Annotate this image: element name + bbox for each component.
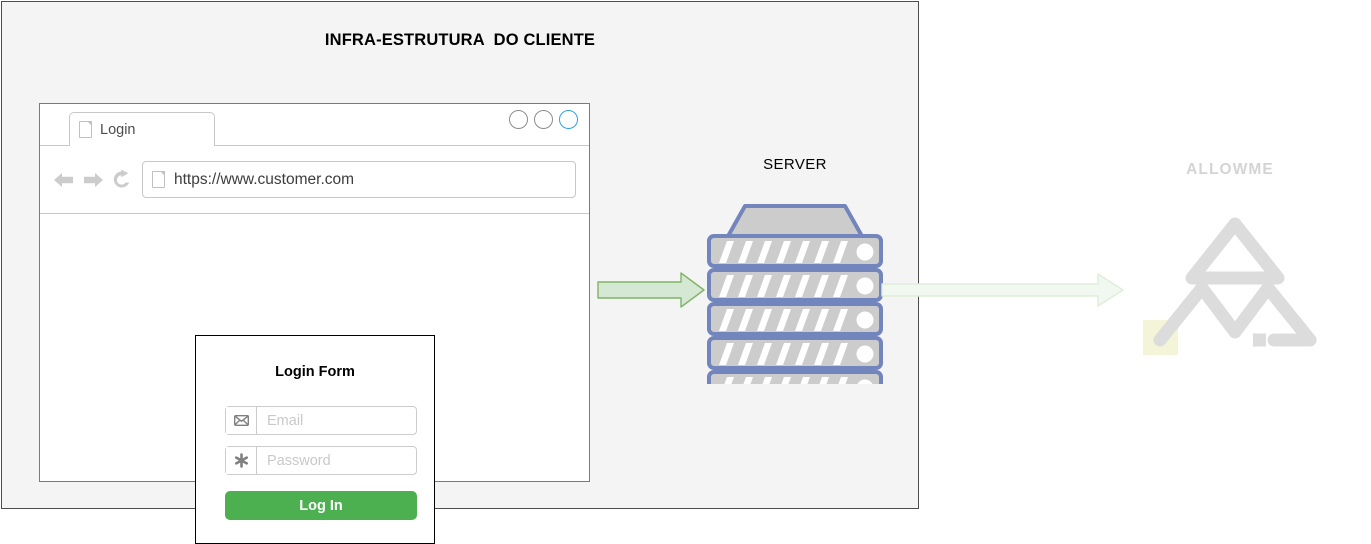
server-label: SERVER xyxy=(763,156,827,173)
email-placeholder: Email xyxy=(267,412,304,429)
browser-window: Login xyxy=(39,103,590,544)
email-field[interactable]: Email xyxy=(225,406,417,435)
allowme-label: ALLOWME xyxy=(1186,161,1274,178)
asterisk-icon xyxy=(226,447,257,474)
arrow-right-icon[interactable] xyxy=(82,170,104,190)
tab-login[interactable]: Login xyxy=(69,112,215,146)
window-controls xyxy=(509,110,578,129)
page-icon xyxy=(152,170,166,188)
password-placeholder: Password xyxy=(267,452,331,469)
arrow-left-icon[interactable] xyxy=(53,170,75,190)
login-form-title: Login Form xyxy=(275,364,355,380)
minimize-button[interactable] xyxy=(509,110,528,129)
url-input[interactable]: https://www.customer.com xyxy=(142,161,576,198)
envelope-icon xyxy=(226,407,257,434)
url-text: https://www.customer.com xyxy=(174,170,355,188)
browser-tab-bar: Login xyxy=(40,104,589,146)
page-icon xyxy=(79,120,93,138)
arrow-client-to-server xyxy=(596,270,706,310)
tab-label: Login xyxy=(100,121,136,138)
page-title: INFRA-ESTRUTURA DO CLIENTE xyxy=(324,31,596,49)
allowme-logo-icon xyxy=(1140,200,1330,360)
arrow-server-to-allowme xyxy=(880,270,1125,310)
maximize-button[interactable] xyxy=(534,110,553,129)
browser-content-area: Login Form Email xyxy=(40,214,589,544)
reload-icon[interactable] xyxy=(111,169,132,191)
close-button[interactable] xyxy=(559,110,578,129)
client-infrastructure-panel: INFRA-ESTRUTURA DO CLIENTE Login xyxy=(1,1,919,544)
log-in-button[interactable]: Log In xyxy=(225,491,417,520)
browser-nav-bar: https://www.customer.com xyxy=(40,146,589,214)
server-icon xyxy=(705,198,885,404)
password-field[interactable]: Password xyxy=(225,446,417,475)
login-form: Login Form Email xyxy=(195,335,435,544)
